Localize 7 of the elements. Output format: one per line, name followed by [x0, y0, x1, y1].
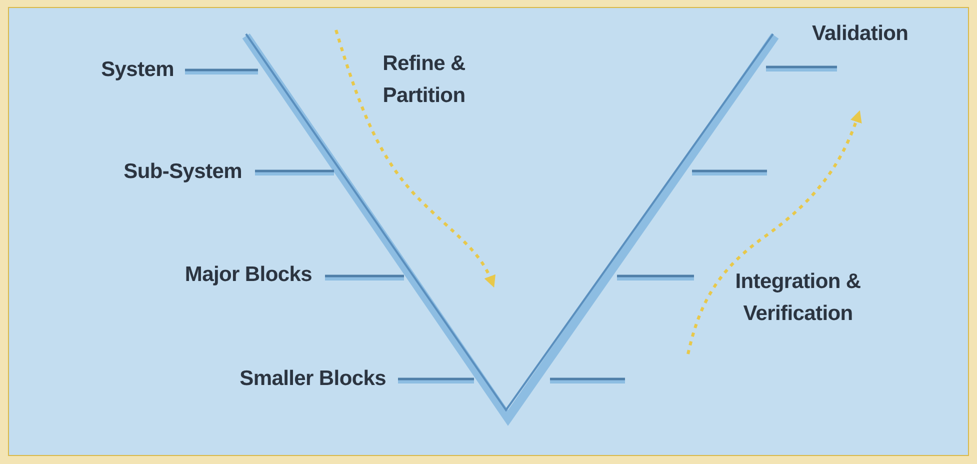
- level-label: Sub-System: [122, 159, 242, 185]
- level-label: Smaller Blocks: [238, 366, 386, 392]
- level-label: Validation: [812, 21, 910, 47]
- level-label: Major Blocks: [184, 262, 312, 288]
- level-label: System: [100, 57, 174, 83]
- phase-label: Refine & Partition: [382, 51, 466, 109]
- phase-label: Integration & Verification: [734, 269, 862, 327]
